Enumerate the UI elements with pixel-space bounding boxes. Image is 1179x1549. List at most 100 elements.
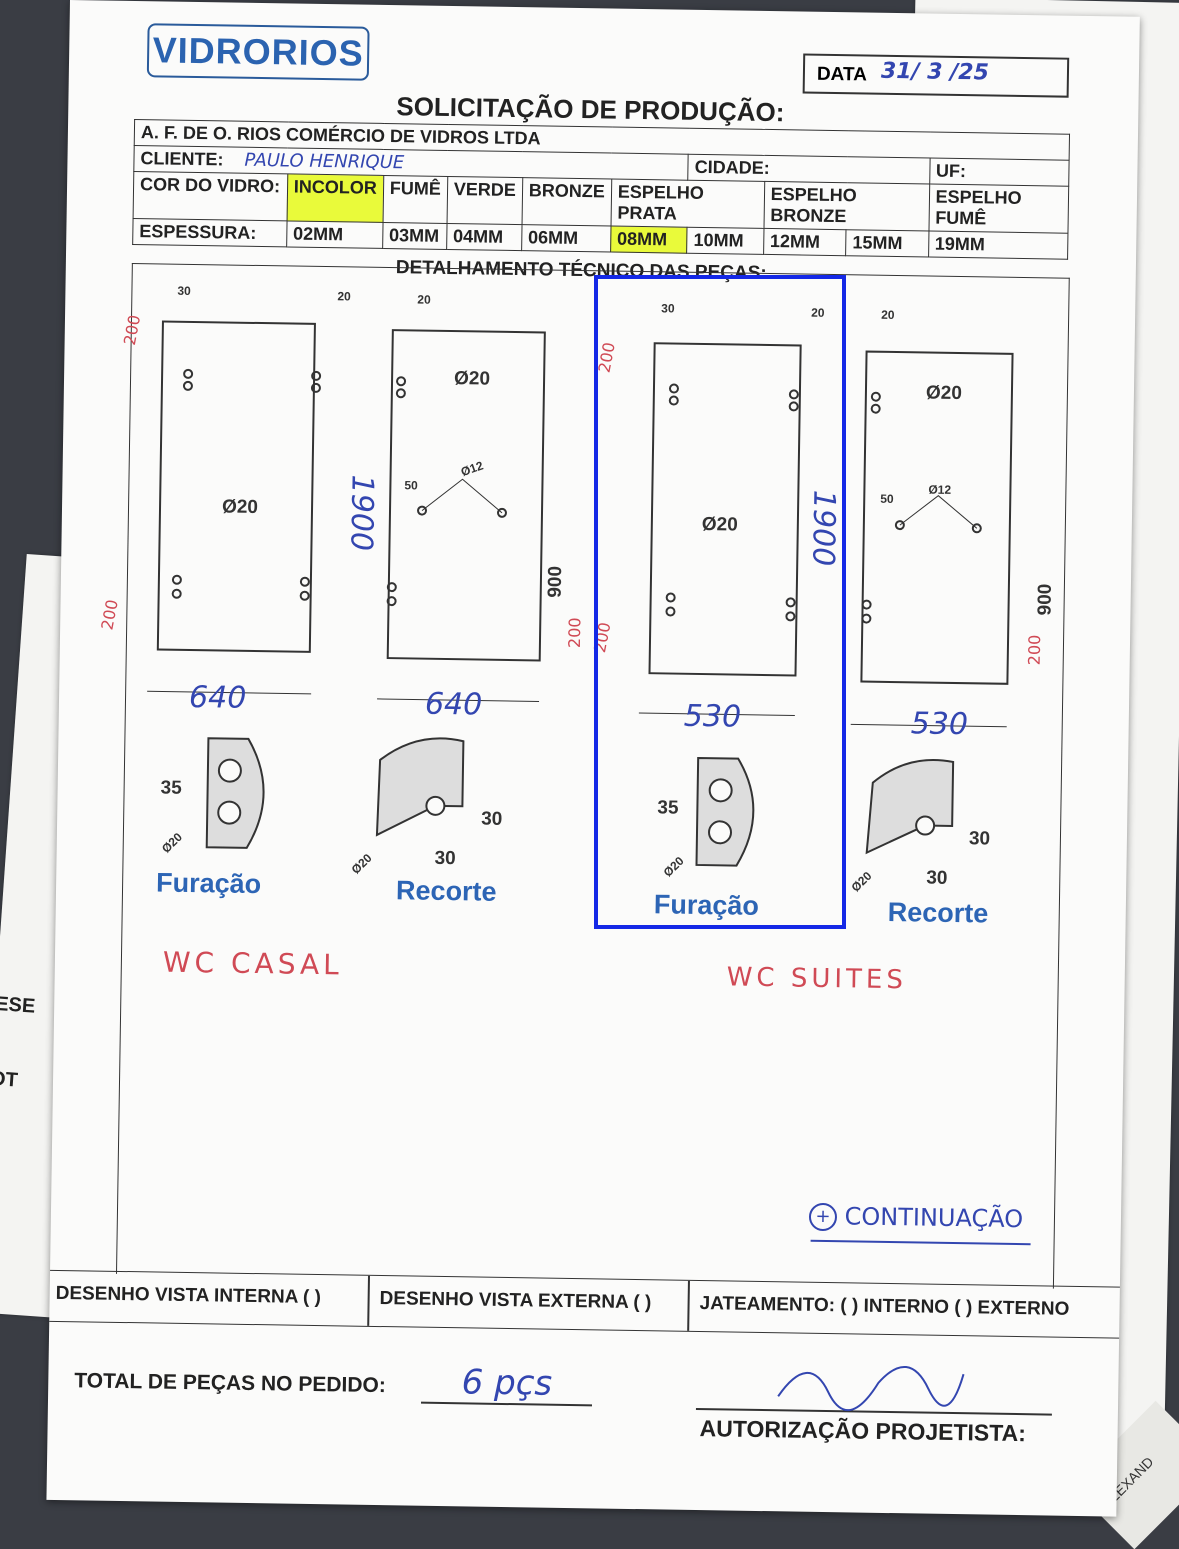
piece-2-cut-point (496, 507, 507, 518)
selection-highlight (594, 275, 846, 929)
piece-2-cut-label: Ø12 (459, 458, 485, 479)
piece-3-furacao (638, 342, 802, 716)
note-continuation: + CONTINUAÇÃO (808, 1202, 1024, 1234)
total-value: 6 pçs (421, 1361, 593, 1407)
piece-3-hole (665, 592, 676, 603)
detail-spacing-2: 35 (657, 797, 679, 818)
note-wc-suites: WC SUITES (726, 962, 908, 996)
piece-1-hole (310, 382, 321, 393)
piece-2-width-dim (377, 698, 540, 702)
piece-1-width-dim (147, 690, 312, 695)
piece-4-cut-offset: 50 (880, 492, 894, 506)
piece-1-margin-right: 20 (337, 289, 351, 303)
detail-recorte-b-1: 30 (434, 848, 455, 869)
detail-recorte-hole-1: Ø20 (349, 851, 375, 877)
piece-2-hole (386, 596, 397, 607)
detail-furacao-hole-1: Ø20 (159, 830, 185, 856)
piece-3-hole (785, 611, 796, 622)
piece-3-margin-left: 30 (661, 301, 675, 315)
piece-3-width: 530 (684, 699, 742, 735)
piece-2-hole-label: Ø20 (454, 368, 490, 390)
detail-hole (708, 778, 733, 803)
piece-3-width-dim (638, 712, 795, 716)
piece-4-cut-point (971, 523, 982, 534)
detail-hole (217, 758, 242, 783)
detail-recorte-b-2: 30 (926, 868, 947, 889)
piece-1-margin-left: 30 (177, 284, 191, 298)
piece-4-hole-label: Ø20 (926, 382, 962, 404)
total-label: TOTAL DE PEÇAS NO PEDIDO: (74, 1369, 387, 1398)
piece-4-hole (870, 391, 881, 402)
piece-3-margin-right: 20 (811, 306, 825, 320)
piece-1-bottom-offset: 200 (97, 598, 121, 632)
label-furacao-1: Furação (155, 867, 262, 900)
piece-2-width: 640 (425, 687, 483, 723)
piece-2-margin: 20 (417, 292, 431, 306)
piece-1-hole (311, 370, 322, 381)
detail-recorte-a-2: 30 (969, 828, 990, 849)
piece-4-width: 530 (910, 706, 968, 742)
piece-1-hole (182, 380, 193, 391)
piece-2-hole (396, 376, 407, 387)
technical-drawings: Ø20 Ø20 Ø20 Ø20 35 35 30 30 30 30 900 90… (97, 284, 1056, 895)
note-wc-casal: WC CASAL (162, 945, 344, 982)
detail-holes (217, 758, 936, 845)
detail-furacao-1 (205, 737, 265, 849)
piece-3-height: 1900 (805, 490, 841, 567)
frosting-option: JATEAMENTO: ( ) INTERNO ( ) EXTERNO (699, 1293, 1070, 1320)
external-view-option: DESENHO VISTA EXTERNA ( ) (379, 1288, 652, 1314)
handwritten-red-dims: 200 200 200 200 200 200 (97, 313, 1044, 665)
piece-3-hole (785, 597, 796, 608)
piece-1-hole (299, 590, 310, 601)
detail-recorte-a-1: 30 (481, 809, 502, 830)
piece-2-cut-point (417, 505, 428, 516)
piece-1-outline (156, 320, 316, 653)
piece-4-cut-label: Ø12 (928, 483, 951, 497)
piece-3-hole (788, 401, 799, 412)
detail-recorte-2 (865, 759, 955, 855)
piece-4-cut-height: 900 (1034, 584, 1055, 616)
piece-1-height: 1900 (343, 474, 379, 551)
piece-4-hole (870, 403, 881, 414)
detail-recorte-1 (375, 737, 465, 837)
side-text-1: ESE (0, 992, 36, 1018)
piece-1-hole-label: Ø20 (222, 496, 258, 518)
piece-4-margin: 20 (881, 308, 895, 322)
piece-4-cut-point (894, 520, 905, 531)
piece-3-outline (648, 342, 802, 677)
dim-labels: Ø20 Ø20 Ø20 Ø20 35 35 30 30 30 30 900 90… (160, 368, 1055, 889)
production-request-sheet: VIDRORIOS DATA 31/ 3 /25 SOLICITAÇÃO DE … (46, 0, 1140, 1517)
piece-4-cut-line (899, 495, 978, 529)
piece-1-top-offset: 200 (120, 313, 144, 347)
piece-2-cut-line (421, 478, 503, 514)
detail-cut-hole (915, 815, 936, 836)
piece-2-hole (386, 582, 397, 593)
label-recorte-2: Recorte (887, 896, 989, 929)
piece-2-outline (386, 329, 546, 662)
continuation-text: CONTINUAÇÃO (844, 1202, 1024, 1234)
piece-3-hole (668, 395, 679, 406)
piece-2-hole (395, 388, 406, 399)
label-recorte-1: Recorte (395, 875, 497, 907)
piece-1-width: 640 (189, 680, 247, 716)
detail-recorte-hole-2: Ø20 (848, 869, 874, 895)
detail-hole (708, 820, 733, 845)
piece-4-recorte (850, 350, 1014, 728)
designer-signature (768, 1341, 969, 1414)
total-pieces: TOTAL DE PEÇAS NO PEDIDO: 6 pçs (74, 1356, 593, 1407)
piece-1-hole (299, 576, 310, 587)
piece-4-outline (860, 350, 1014, 685)
footer-divider (687, 1280, 690, 1331)
piece-4-hole (861, 613, 872, 624)
piece-2-recorte (377, 329, 546, 702)
piece-2-bottom-offset: 200 (565, 617, 584, 648)
detail-spacing-1: 35 (160, 778, 182, 799)
piece-2-cut-offset: 50 (404, 478, 418, 492)
footer-divider (367, 1275, 370, 1326)
piece-3-hole (665, 606, 676, 617)
detail-hole (217, 800, 242, 825)
piece-1-hole (183, 368, 194, 379)
piece-1-hole (171, 574, 182, 585)
piece-4-hole (861, 599, 872, 610)
piece-3-hole (788, 389, 799, 400)
